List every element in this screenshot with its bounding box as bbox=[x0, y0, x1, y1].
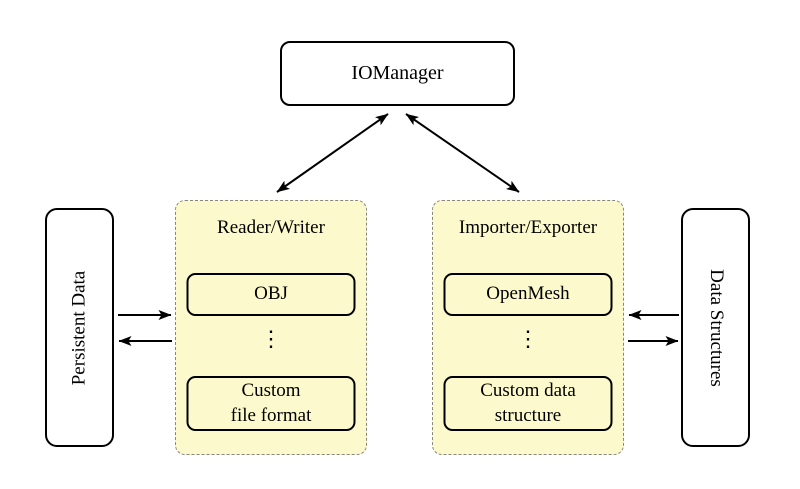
node-persistent-data: Persistent Data bbox=[45, 208, 114, 447]
group-title: Importer/Exporter bbox=[458, 217, 598, 238]
group-importer-exporter: Importer/Exporter OpenMesh ⋮ Custom data… bbox=[432, 200, 624, 455]
node-custom-file-format: Custom file format bbox=[186, 376, 356, 431]
iomanager-label: IOManager bbox=[351, 62, 444, 84]
node-custom-data-structure: Custom data structure bbox=[443, 376, 613, 431]
node-obj: OBJ bbox=[186, 273, 356, 316]
node-openmesh: OpenMesh bbox=[443, 273, 613, 316]
group-title: Reader/Writer bbox=[217, 217, 325, 238]
ellipsis-vertical: ⋮ bbox=[260, 326, 282, 351]
persistent-data-label: Persistent Data bbox=[68, 270, 90, 385]
ellipsis-vertical: ⋮ bbox=[517, 326, 539, 351]
arrow-iomanager-reader-writer bbox=[276, 113, 389, 193]
data-structures-label: Data Structures bbox=[705, 268, 727, 387]
node-iomanager: IOManager bbox=[280, 41, 515, 106]
node-data-structures: Data Structures bbox=[681, 208, 750, 447]
arrow-iomanager-importer-exporter bbox=[405, 113, 520, 193]
group-reader-writer: Reader/Writer OBJ ⋮ Custom file format bbox=[175, 200, 367, 455]
